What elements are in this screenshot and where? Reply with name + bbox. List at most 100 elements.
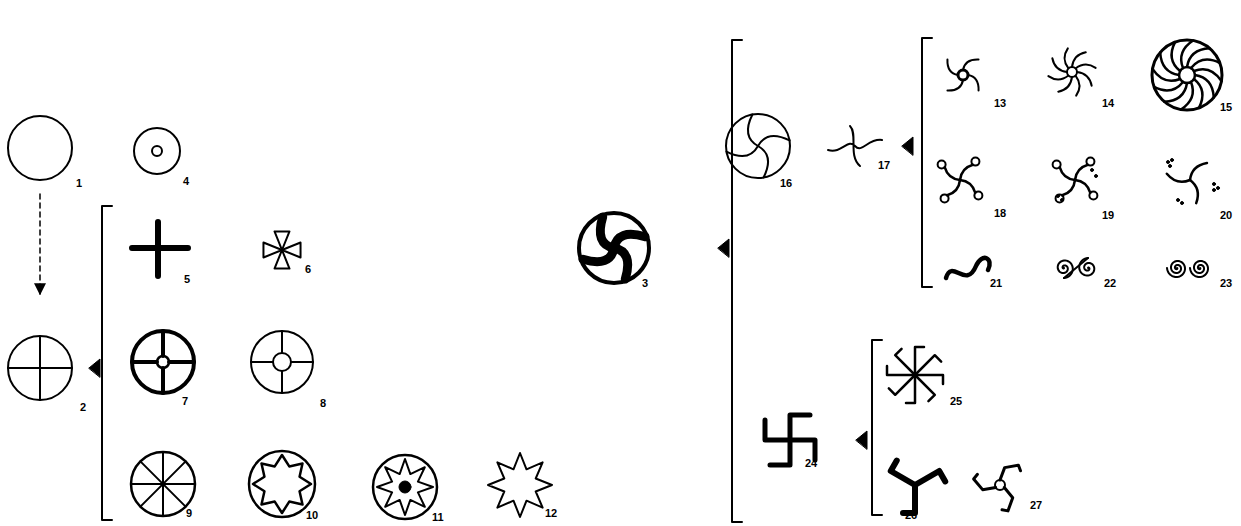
leg-symbol <box>974 474 996 489</box>
symbol-circle <box>157 356 169 368</box>
symbol-circle <box>1095 175 1098 178</box>
symbol-circle <box>273 353 291 371</box>
symbol-circle <box>1057 195 1060 198</box>
symbol-circle <box>1089 191 1097 199</box>
leg-symbol <box>1000 465 1020 480</box>
bracket-pointer <box>718 239 729 257</box>
symbol-circle <box>134 128 180 174</box>
symbol-stroke <box>1160 53 1179 75</box>
callout-number: 5 <box>184 274 190 285</box>
symbol-stroke <box>758 146 768 178</box>
callout-number: 6 <box>305 264 311 275</box>
hooked-cross <box>915 355 941 375</box>
symbol-circle <box>1181 202 1184 205</box>
callout-number: 22 <box>1104 278 1116 289</box>
spiral-symbol <box>1058 260 1073 278</box>
symbol-circle <box>1213 189 1216 192</box>
spiral-symbol <box>1079 258 1094 276</box>
callout-number: 19 <box>1102 210 1114 221</box>
hooked-cross <box>903 485 915 513</box>
callout-number: 2 <box>80 402 86 413</box>
symbol-circle <box>579 213 649 283</box>
symbol-stroke <box>960 165 973 180</box>
callout-number: 15 <box>1220 102 1232 113</box>
symbol-circle <box>132 331 194 393</box>
cross-symbol <box>132 222 188 276</box>
bracket-pointer <box>89 359 100 377</box>
whirl-arm <box>614 234 645 248</box>
symbol-circle <box>1152 40 1222 110</box>
symbol-circle <box>8 336 72 400</box>
bracket-pointer <box>856 431 867 449</box>
callout-number: 16 <box>780 178 792 189</box>
callout-number: 17 <box>878 160 890 171</box>
symbol-circle <box>1177 199 1180 202</box>
symbol-stroke <box>945 167 960 180</box>
symbol-circle <box>1213 183 1216 186</box>
symbol-circle <box>1217 187 1220 190</box>
callout-number: 14 <box>1102 98 1114 109</box>
symbol-circle <box>971 158 979 166</box>
symbol-stroke <box>947 59 958 75</box>
dashed-arrow <box>39 194 41 294</box>
hooked-cross <box>889 375 915 395</box>
symbol-stroke <box>748 114 758 146</box>
symbol-stroke <box>1060 167 1075 180</box>
grouping-bracket <box>872 340 882 515</box>
symbol-stroke <box>1167 174 1190 182</box>
symbol-stroke <box>1195 75 1214 97</box>
symbol-circle <box>399 481 411 493</box>
symbol-circle <box>1179 67 1195 83</box>
symbol-circle <box>152 146 162 156</box>
hooked-cross <box>895 349 915 375</box>
hooked-cross <box>915 375 935 401</box>
symbol-circle <box>726 114 790 178</box>
symbol-stroke <box>8 336 72 400</box>
symbol-stroke <box>1187 48 1209 67</box>
symbol-stroke <box>1065 48 1069 68</box>
symbol-circle <box>8 116 72 180</box>
star-symbol <box>253 455 311 513</box>
spiral-symbol <box>1190 261 1208 277</box>
callout-number: 21 <box>990 278 1002 289</box>
symbol-stroke <box>1062 180 1075 195</box>
callout-number: 23 <box>1220 278 1232 289</box>
symbol-stroke <box>960 180 975 193</box>
symbol-stroke <box>1165 83 1187 102</box>
symbol-circle <box>941 194 949 202</box>
callout-number: 20 <box>1220 210 1232 221</box>
callout-number: 4 <box>183 176 189 187</box>
symbol-circle <box>131 452 195 516</box>
symbol-stroke <box>1075 165 1088 180</box>
symbol-stroke <box>140 461 185 506</box>
spiral-symbol <box>1064 258 1088 278</box>
callout-number: 9 <box>186 508 192 519</box>
symbol-circle <box>1053 161 1061 169</box>
leg-symbol <box>1002 488 1013 511</box>
symbol-stroke <box>132 331 194 393</box>
symbol-stroke <box>968 75 979 91</box>
symbol-circle <box>1061 199 1064 202</box>
symbol-stroke <box>1154 82 1183 91</box>
symbol-stroke <box>947 80 963 91</box>
symbol-circle <box>251 331 313 393</box>
symbol-stroke <box>251 331 313 393</box>
symbol-stroke <box>963 59 979 70</box>
symbol-stroke <box>1194 69 1222 81</box>
symbol-stroke <box>726 146 758 156</box>
symbol-circle <box>373 455 437 519</box>
wave-symbol <box>946 258 990 278</box>
callout-number: 26 <box>905 510 917 521</box>
hooked-cross <box>891 461 915 485</box>
symbol-circle <box>1086 158 1094 166</box>
symbol-circle <box>974 191 982 199</box>
callout-number: 13 <box>994 98 1006 109</box>
grouping-bracket <box>102 206 112 520</box>
grouping-bracket <box>922 38 932 287</box>
callout-number: 25 <box>950 396 962 407</box>
symbol-circle <box>249 451 315 517</box>
symbol-stroke <box>1076 76 1080 96</box>
star-symbol <box>488 453 552 517</box>
symbol-stroke <box>828 126 882 166</box>
